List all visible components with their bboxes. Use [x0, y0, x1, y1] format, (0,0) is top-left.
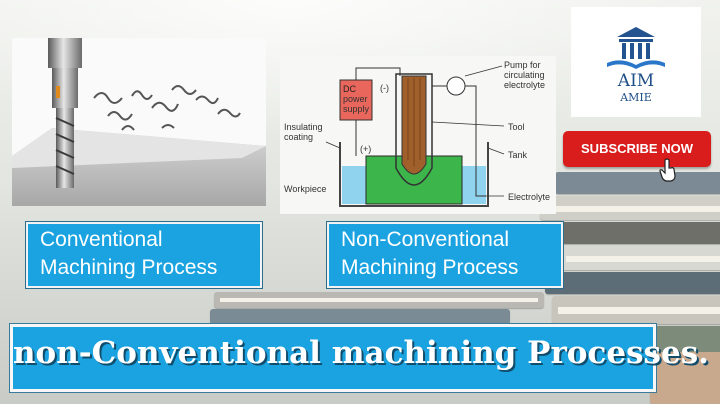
book: [650, 352, 720, 404]
book: [214, 292, 544, 308]
pump-label-3: electrolyte: [504, 80, 546, 90]
hand-cursor-icon: [659, 158, 676, 182]
pump-label-1: Pump for: [504, 60, 541, 70]
ecm-diagram-drawing: [325, 65, 505, 207]
logo-subtitle: AMIE: [620, 91, 652, 104]
title-banner: non-Conventional machining Processes.: [10, 324, 709, 392]
book: [555, 172, 720, 194]
conventional-caption-line-2: Machining Process: [40, 256, 218, 279]
power-line-1: DC: [343, 84, 356, 94]
non-conventional-caption-line-2: Machining Process: [341, 256, 519, 279]
subscribe-button[interactable]: SUBSCRIBE NOW: [563, 131, 711, 167]
tank-label: Tank: [508, 150, 528, 160]
power-supply-label: DC: [343, 84, 356, 94]
banner-title: non-Conventional machining Processes.: [13, 335, 709, 371]
logo-name: AIM: [617, 71, 655, 91]
conventional-machining-image: [12, 38, 266, 206]
book: [560, 246, 720, 270]
conventional-caption-line-1: Conventional: [40, 228, 163, 251]
book: [210, 309, 510, 325]
power-line-3: supply: [343, 104, 370, 114]
minus-label: (-): [380, 83, 389, 93]
milling-cutter-illustration: [12, 38, 266, 206]
conventional-caption: Conventional Machining Process: [25, 221, 263, 289]
insulating-label-1: Insulating: [284, 122, 323, 132]
tool-label: Tool: [508, 122, 525, 132]
power-line-2: power: [343, 94, 368, 104]
plus-label: (+): [360, 144, 372, 154]
power-supply-label: power: [343, 94, 368, 104]
temple-book-icon: [607, 27, 665, 69]
aim-logo: AIM AMIE: [571, 7, 701, 117]
power-supply-label: supply: [343, 104, 369, 114]
pump-label-2: circulating: [504, 70, 545, 80]
book: [540, 196, 720, 220]
electrolyte-label: Electrolyte: [508, 192, 551, 202]
book: [552, 296, 720, 324]
book: [545, 272, 720, 294]
book: [548, 222, 720, 244]
workpiece-label: Workpiece: [284, 184, 327, 194]
ecm-diagram: DC power supply (-) (+) Insulating coati…: [280, 56, 556, 214]
non-conventional-caption-line-1: Non-Conventional: [341, 228, 510, 251]
non-conventional-caption: Non-Conventional Machining Process: [326, 221, 564, 289]
insulating-label-2: coating: [284, 132, 314, 142]
